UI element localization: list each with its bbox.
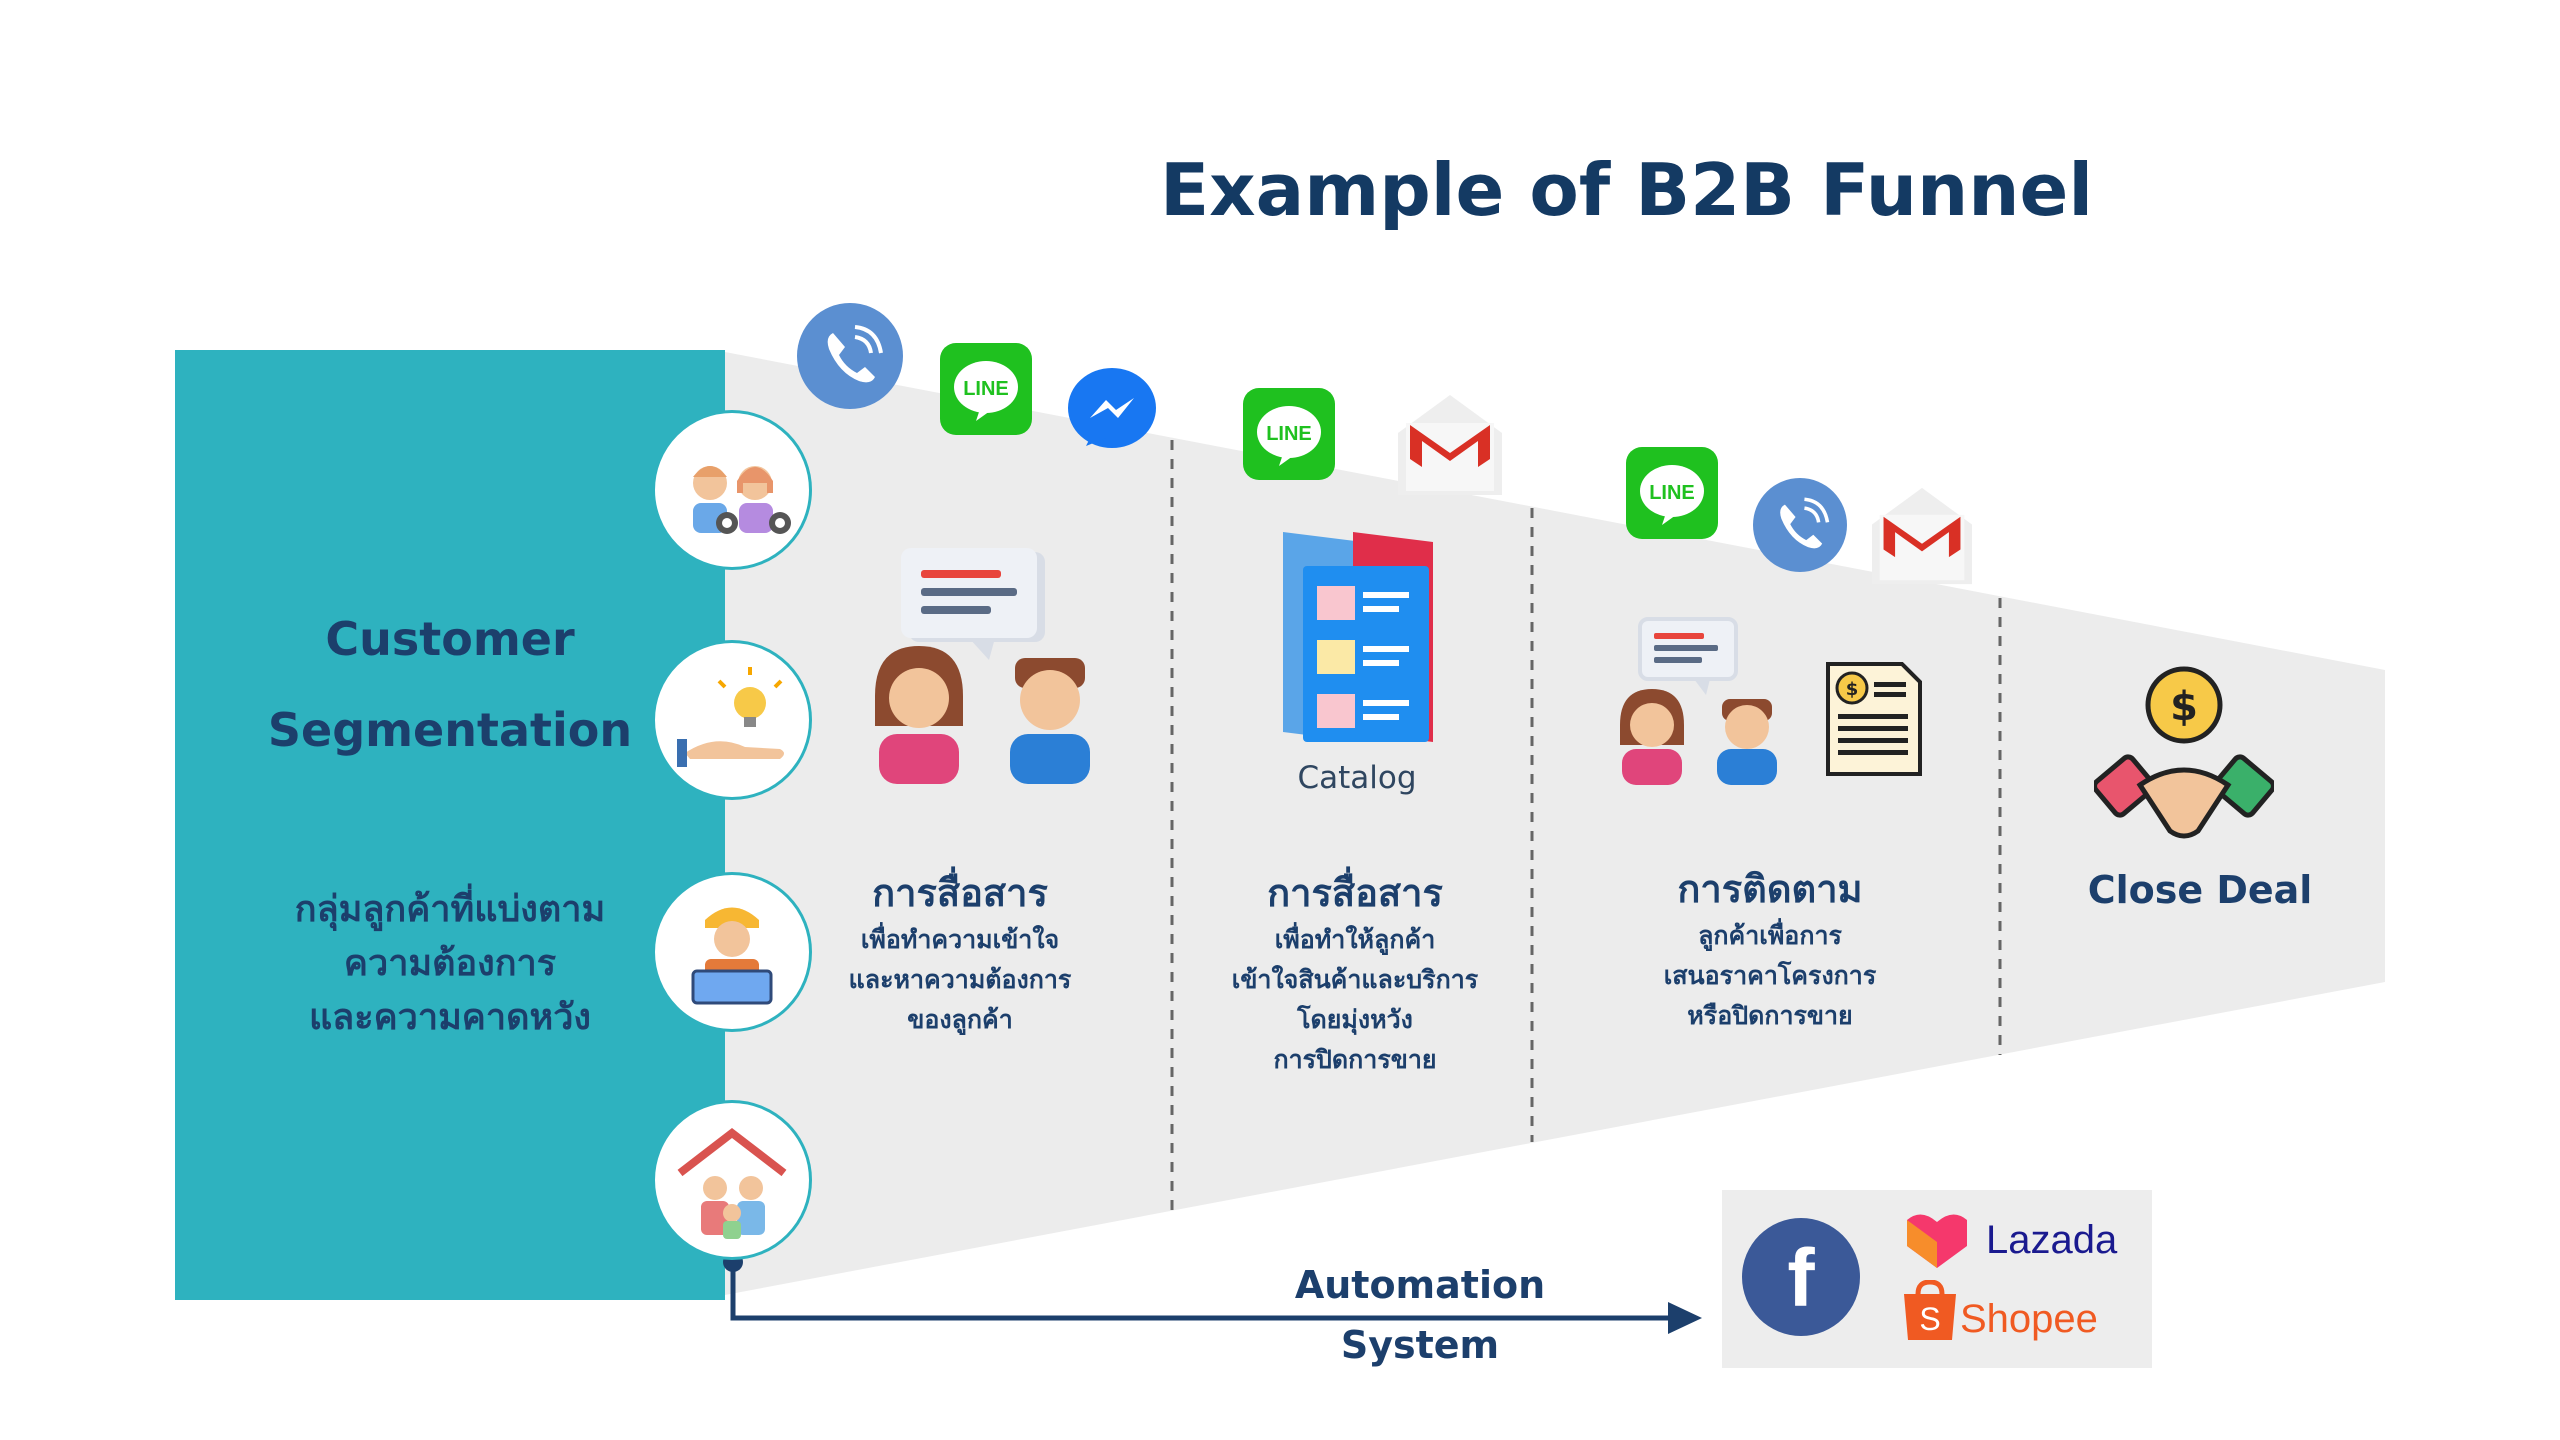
stage3-heading: การติดตาม — [1677, 867, 1863, 911]
stage3-line3: หรือปิดการขาย — [1687, 1001, 1853, 1030]
gmail-icon — [1872, 484, 1972, 592]
stage2-line2: เข้าใจสินค้าและบริการ — [1231, 965, 1479, 994]
handshake-deal-icon: $ — [2092, 665, 2276, 859]
stage2-line3: โดยมุ่งหวัง — [1297, 1005, 1413, 1034]
follow-up-people-icon — [1610, 615, 1790, 789]
automation-arrow-line — [730, 1262, 1670, 1321]
line-badge-text: LINE — [1266, 423, 1312, 445]
svg-text:$: $ — [2170, 684, 2198, 730]
stage1-line3: ของลูกค้า — [907, 1005, 1013, 1034]
close-deal-heading: Close Deal — [2087, 868, 2313, 912]
facebook-icon: f — [1742, 1218, 1860, 1340]
line-badge-text: LINE — [963, 378, 1009, 400]
stage1-heading: การสื่อสาร — [872, 871, 1048, 915]
invoice-icon: $ — [1824, 660, 1924, 782]
svg-text:S: S — [1919, 1301, 1940, 1337]
phone-icon — [797, 303, 903, 413]
stage2-line4: การปิดการขาย — [1273, 1045, 1437, 1074]
team-gear-icon — [693, 466, 791, 534]
automation-line1: Automation — [1294, 1263, 1546, 1307]
automation-line2: System — [1340, 1323, 1500, 1367]
funnel-shape — [725, 352, 2385, 1295]
family-home-circle — [652, 1100, 812, 1260]
line-app-icon: LINE — [1243, 388, 1335, 484]
phone-icon — [1753, 478, 1847, 576]
stage3-line2: เสนอราคาโครงการ — [1663, 961, 1877, 990]
line-app-icon: LINE — [940, 343, 1032, 439]
lazada-logo-icon — [1900, 1212, 1974, 1280]
facebook-glyph: f — [1787, 1233, 1815, 1324]
idea-hand-circle — [652, 640, 812, 800]
engineer-laptop-icon — [691, 907, 773, 1005]
family-home-icon — [677, 1127, 787, 1239]
segmentation-thai-line1: กลุ่มลูกค้าที่แบ่งตาม — [294, 889, 606, 930]
automation-arrow-head — [1668, 1302, 1702, 1334]
lazada-label: Lazada — [1986, 1218, 2118, 1262]
messenger-icon — [1066, 366, 1158, 462]
catalog-icon — [1283, 532, 1433, 756]
stage1-line1: เพื่อทำความเข้าใจ — [860, 925, 1060, 954]
segmentation-title-line1: Customer — [325, 612, 575, 666]
line-badge-text: LINE — [1649, 482, 1695, 504]
segmentation-title-line2: Segmentation — [267, 703, 633, 757]
segmentation-thai-line2: ความต้องการ — [343, 943, 557, 984]
svg-text:$: $ — [1846, 679, 1859, 700]
stage3-line1: ลูกค้าเพื่อการ — [1698, 921, 1842, 950]
gmail-icon — [1398, 393, 1502, 501]
stage2-line1: เพื่อทำให้ลูกค้า — [1274, 925, 1436, 954]
lightbulb-hand-icon — [677, 667, 784, 767]
segmentation-thai-line3: และความคาดหวัง — [308, 997, 592, 1038]
stage1-line2: และหาความต้องการ — [848, 965, 1072, 994]
page-title: Example of B2B Funnel — [1160, 148, 2094, 232]
conversation-icon — [865, 548, 1105, 792]
line-app-icon: LINE — [1626, 447, 1718, 543]
shopee-logo-icon: S — [1900, 1279, 1960, 1346]
catalog-label: Catalog — [1297, 760, 1417, 796]
segmentation-panel — [175, 350, 725, 1300]
shopee-label: Shopee — [1960, 1297, 2098, 1341]
stage2-heading: การสื่อสาร — [1267, 871, 1443, 915]
engineer-circle — [652, 872, 812, 1032]
team-settings-circle — [652, 410, 812, 570]
